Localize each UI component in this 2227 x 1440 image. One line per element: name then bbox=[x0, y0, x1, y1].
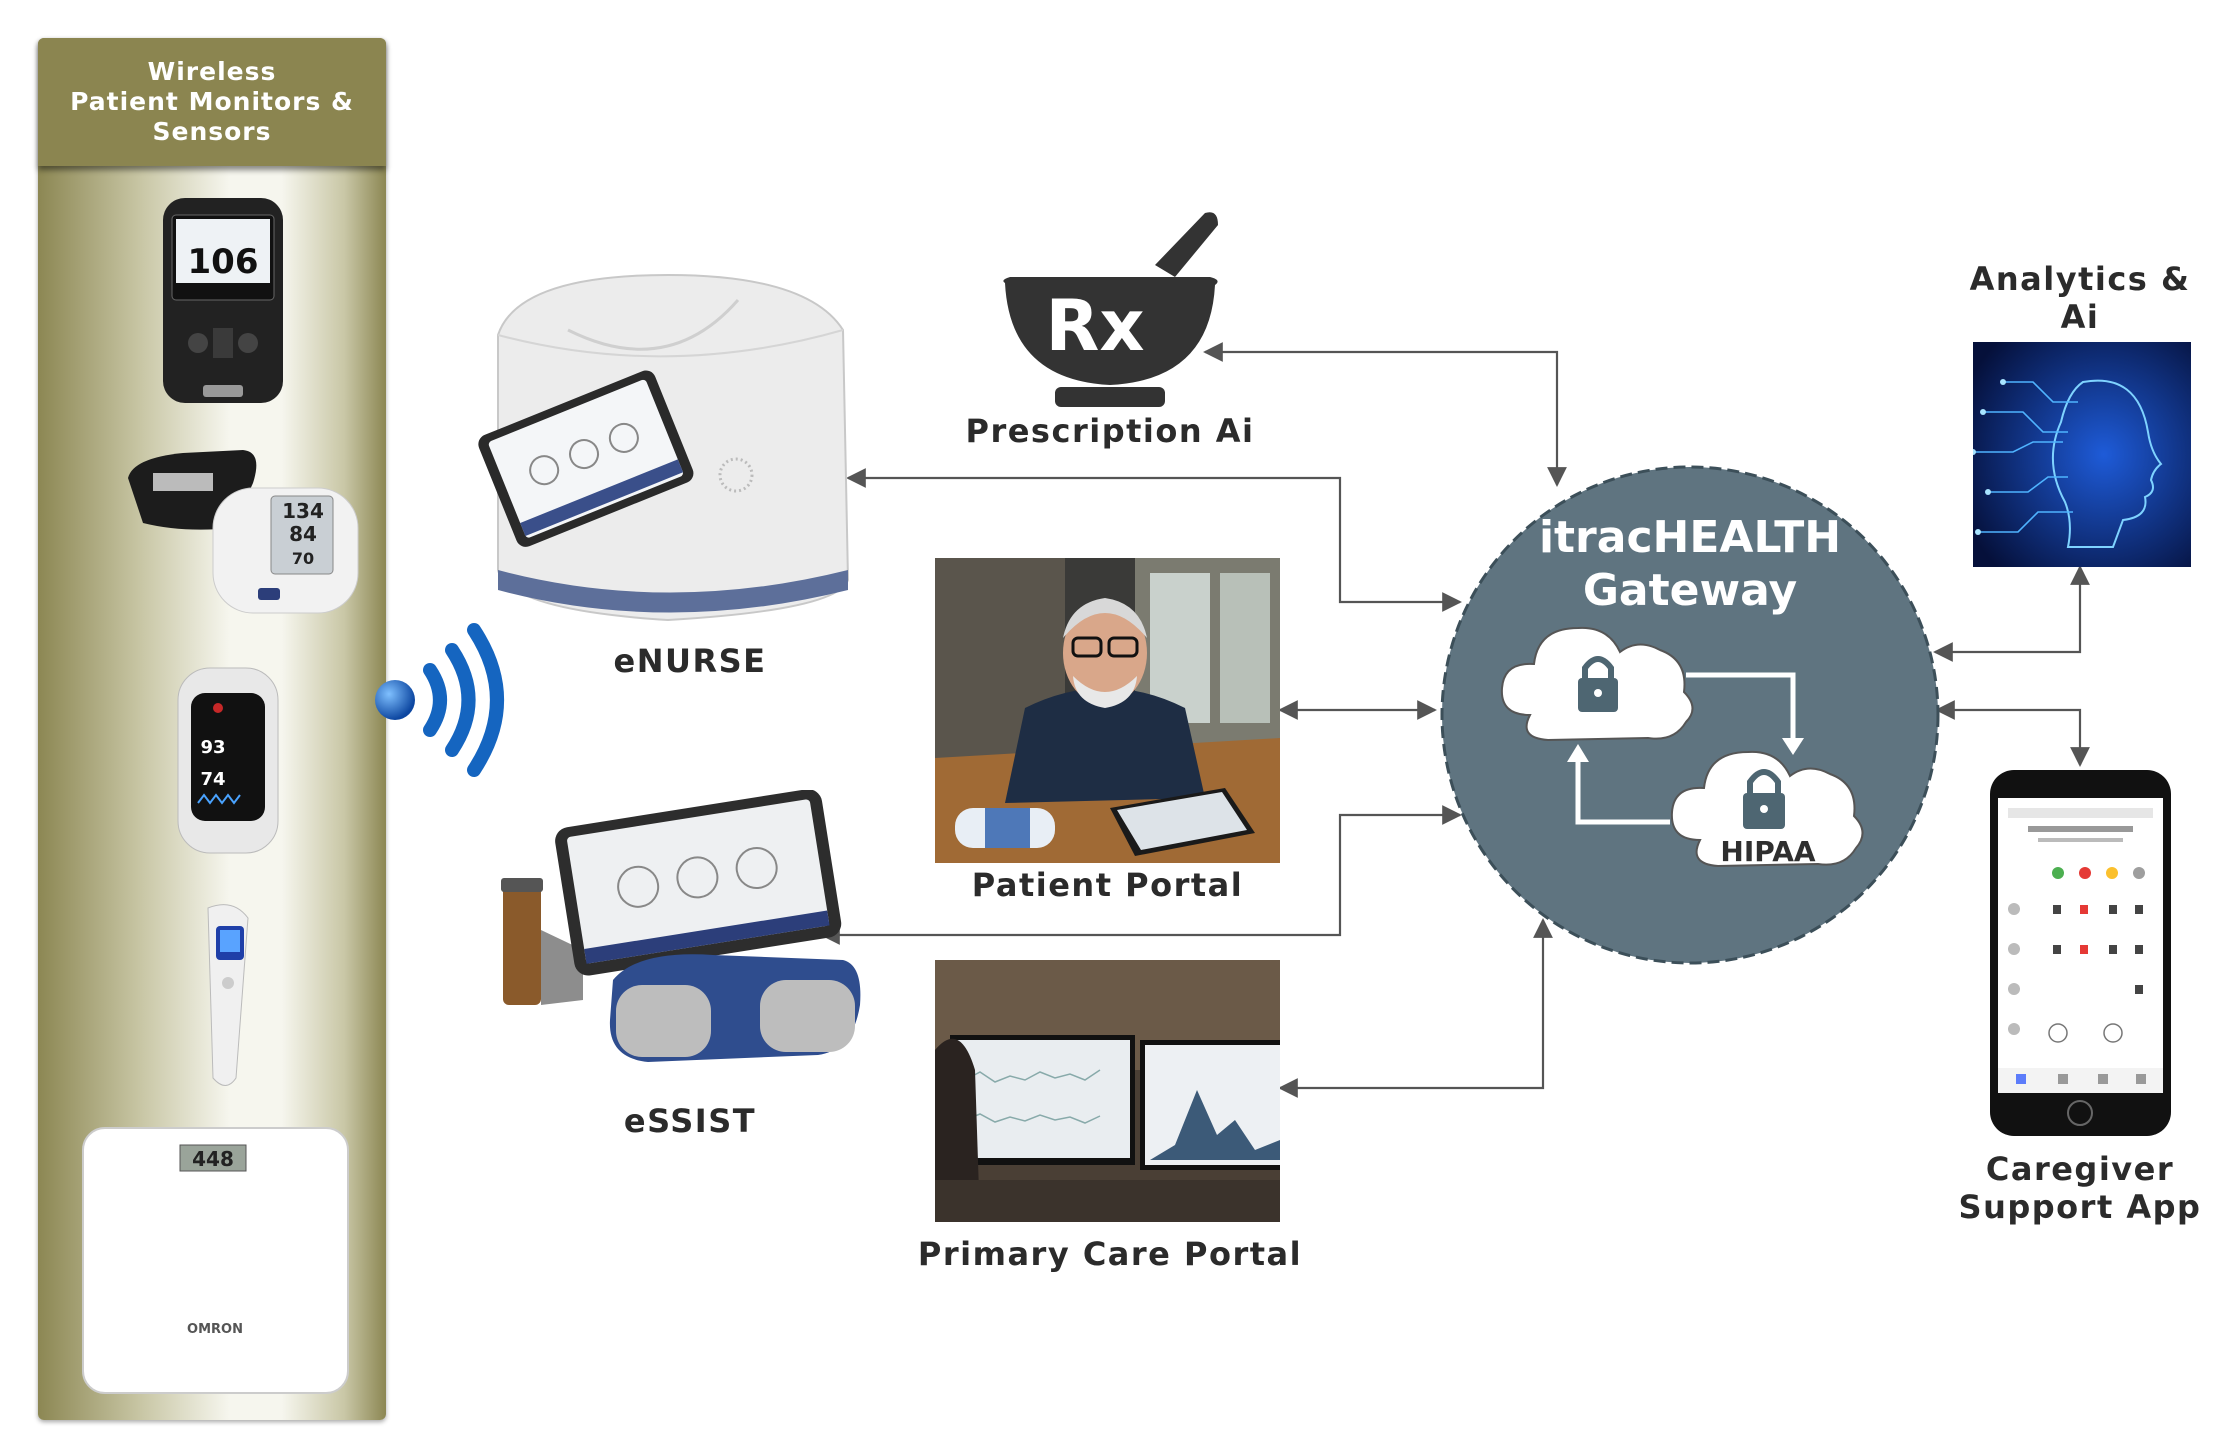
essist-device bbox=[501, 790, 861, 1062]
enurse-device bbox=[478, 273, 850, 622]
patient-portal-label: Patient Portal bbox=[971, 866, 1244, 904]
analytics-label-line2: Ai bbox=[2060, 298, 2100, 336]
glucose-reading: 106 bbox=[188, 242, 259, 282]
arrow-enurse-gateway bbox=[846, 468, 1462, 612]
analytics-ai-image bbox=[1973, 342, 2191, 567]
hipaa-cloud-icon: HIPAA bbox=[1670, 750, 1864, 868]
essist-label: eSSIST bbox=[623, 1102, 757, 1140]
bp-systolic: 134 bbox=[282, 499, 324, 523]
arrow-essist-gateway bbox=[820, 805, 1462, 945]
arrow-primary-care-gateway bbox=[1278, 918, 1553, 1098]
analytics-label-line1: Analytics & bbox=[1969, 260, 2191, 298]
sensor-header-line3: Sensors bbox=[152, 117, 272, 146]
caregiver-label-line2: Support App bbox=[1958, 1188, 2202, 1226]
rx-symbol: Rx bbox=[1045, 285, 1144, 367]
patient-portal-photo bbox=[935, 558, 1280, 863]
bp-diastolic: 84 bbox=[289, 522, 317, 546]
scale-brand: OMRON bbox=[187, 1322, 243, 1337]
primary-care-portal-label: Primary Care Portal bbox=[917, 1235, 1303, 1273]
gateway-title-line1: itracHEALTH bbox=[1539, 512, 1841, 563]
prescription-ai-label: Prescription Ai bbox=[965, 412, 1255, 450]
sensor-panel: Wireless Patient Monitors & Sensors 106 … bbox=[38, 38, 386, 1420]
pulse-oximeter-device: 93 74 bbox=[177, 667, 279, 854]
caregiver-label-line1: Caregiver bbox=[1985, 1150, 2175, 1188]
sensor-panel-header: Wireless Patient Monitors & Sensors bbox=[38, 38, 386, 166]
scale-reading: 448 bbox=[192, 1147, 234, 1171]
inner-arrow-left bbox=[1575, 760, 1670, 825]
mortar-pestle-rx-icon: Rx bbox=[1003, 212, 1218, 407]
caregiver-label: Caregiver Support App bbox=[1945, 1150, 2215, 1226]
wireless-signal-icon bbox=[375, 623, 504, 777]
bp-pulse: 70 bbox=[292, 549, 314, 568]
primary-care-portal-photo bbox=[935, 960, 1280, 1222]
oximeter-pulse: 74 bbox=[200, 769, 225, 790]
secure-cloud-icon bbox=[1500, 626, 1694, 742]
inner-arrow-right bbox=[1686, 672, 1796, 740]
arrow-prescription-gateway bbox=[1203, 342, 1567, 487]
caregiver-phone-image bbox=[1990, 770, 2171, 1136]
blood-pressure-monitor-device: 134 84 70 bbox=[128, 450, 359, 614]
gateway-title-line2: Gateway bbox=[1583, 565, 1797, 616]
analytics-label: Analytics & Ai bbox=[1945, 260, 2215, 336]
arrow-gateway-analytics bbox=[1933, 565, 2090, 662]
arrow-gateway-caregiver bbox=[1935, 700, 2090, 767]
gateway-circle: itracHEALTH Gateway HIPAA bbox=[1440, 465, 1940, 965]
weight-scale-device: 448 OMRON bbox=[82, 1127, 349, 1394]
sensor-header-line2: Patient Monitors & bbox=[70, 87, 354, 116]
thermometer-device bbox=[207, 904, 249, 1086]
sensor-header-line1: Wireless bbox=[147, 57, 277, 86]
glucose-meter-device: 106 bbox=[163, 198, 283, 403]
enurse-label: eNURSE bbox=[613, 642, 767, 680]
oximeter-spo2: 93 bbox=[200, 737, 225, 758]
hipaa-label: HIPAA bbox=[1720, 835, 1815, 868]
